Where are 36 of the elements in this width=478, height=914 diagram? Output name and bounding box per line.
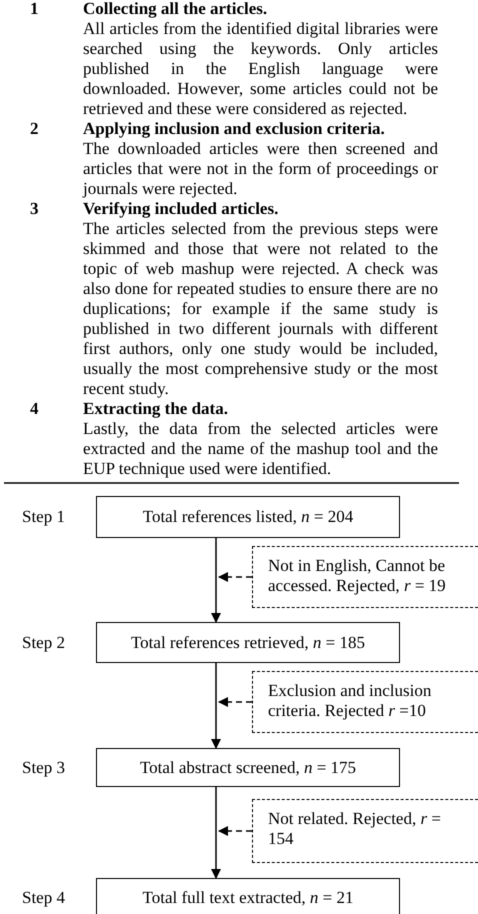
box-text: Total references listed, n = 204 [142, 507, 354, 527]
box-text: Total full text extracted, n = 21 [142, 888, 354, 908]
step-label: Step 1 [22, 507, 65, 527]
arrow [218, 572, 252, 582]
note-box [252, 546, 478, 608]
arrow [211, 538, 221, 623]
step-description: Lastly, the data from the selected articles were extracted and the name of the mashup tool and the EUP technique used were identified. [83, 419, 438, 479]
note-box [252, 799, 478, 863]
box-text: Exclusion and inclusion criteria. Rejected r =10 [268, 681, 432, 720]
step-number: 4 [30, 399, 38, 419]
arrow [211, 663, 221, 749]
step-description: The articles selected from the previous steps were skimmed and those that were not related to the topic of web mashup were rejected. A check was also done for repeated studies to ensure there are no duplications; for example if the same study is published in two different journals with different first authors, only one study would be included, usually the most comprehensive study or the most recent study. [83, 219, 438, 399]
box-text: Not in English, Cannot be accessed. Rejected, r = 19 [268, 556, 446, 595]
process-box [96, 878, 400, 914]
step-label: Step 4 [22, 888, 65, 908]
step-heading: Extracting the data. [83, 399, 229, 419]
arrow [218, 826, 252, 836]
box-text: Total references retrieved, n = 185 [130, 632, 365, 652]
step-heading: Applying inclusion and exclusion criteria. [83, 119, 386, 139]
process-box [96, 622, 400, 663]
box-text: Not related. Rejected, r = 154 [268, 809, 441, 848]
process-box [96, 496, 400, 538]
arrow [218, 697, 252, 707]
step-description: All articles from the identified digital libraries were searched using the keywords. Only articles published in the English language were downloaded. However, some articles could not be retrieved and these were considered as rejected. [83, 19, 438, 119]
step-number: 1 [30, 0, 38, 19]
box-text: Total abstract screened, n = 175 [140, 758, 356, 778]
step-description: The downloaded articles were then screened and articles that were not in the form of proceedings or journals were rejected. [83, 139, 438, 199]
step-heading: Collecting all the articles. [83, 0, 268, 19]
step-label: Step 2 [22, 632, 65, 652]
step-number: 2 [30, 119, 38, 139]
step-label: Step 3 [22, 758, 65, 778]
note-box [252, 671, 478, 733]
arrow [211, 787, 221, 879]
step-number: 3 [30, 199, 38, 219]
process-box [96, 748, 400, 787]
step-heading: Verifying included articles. [83, 199, 280, 219]
